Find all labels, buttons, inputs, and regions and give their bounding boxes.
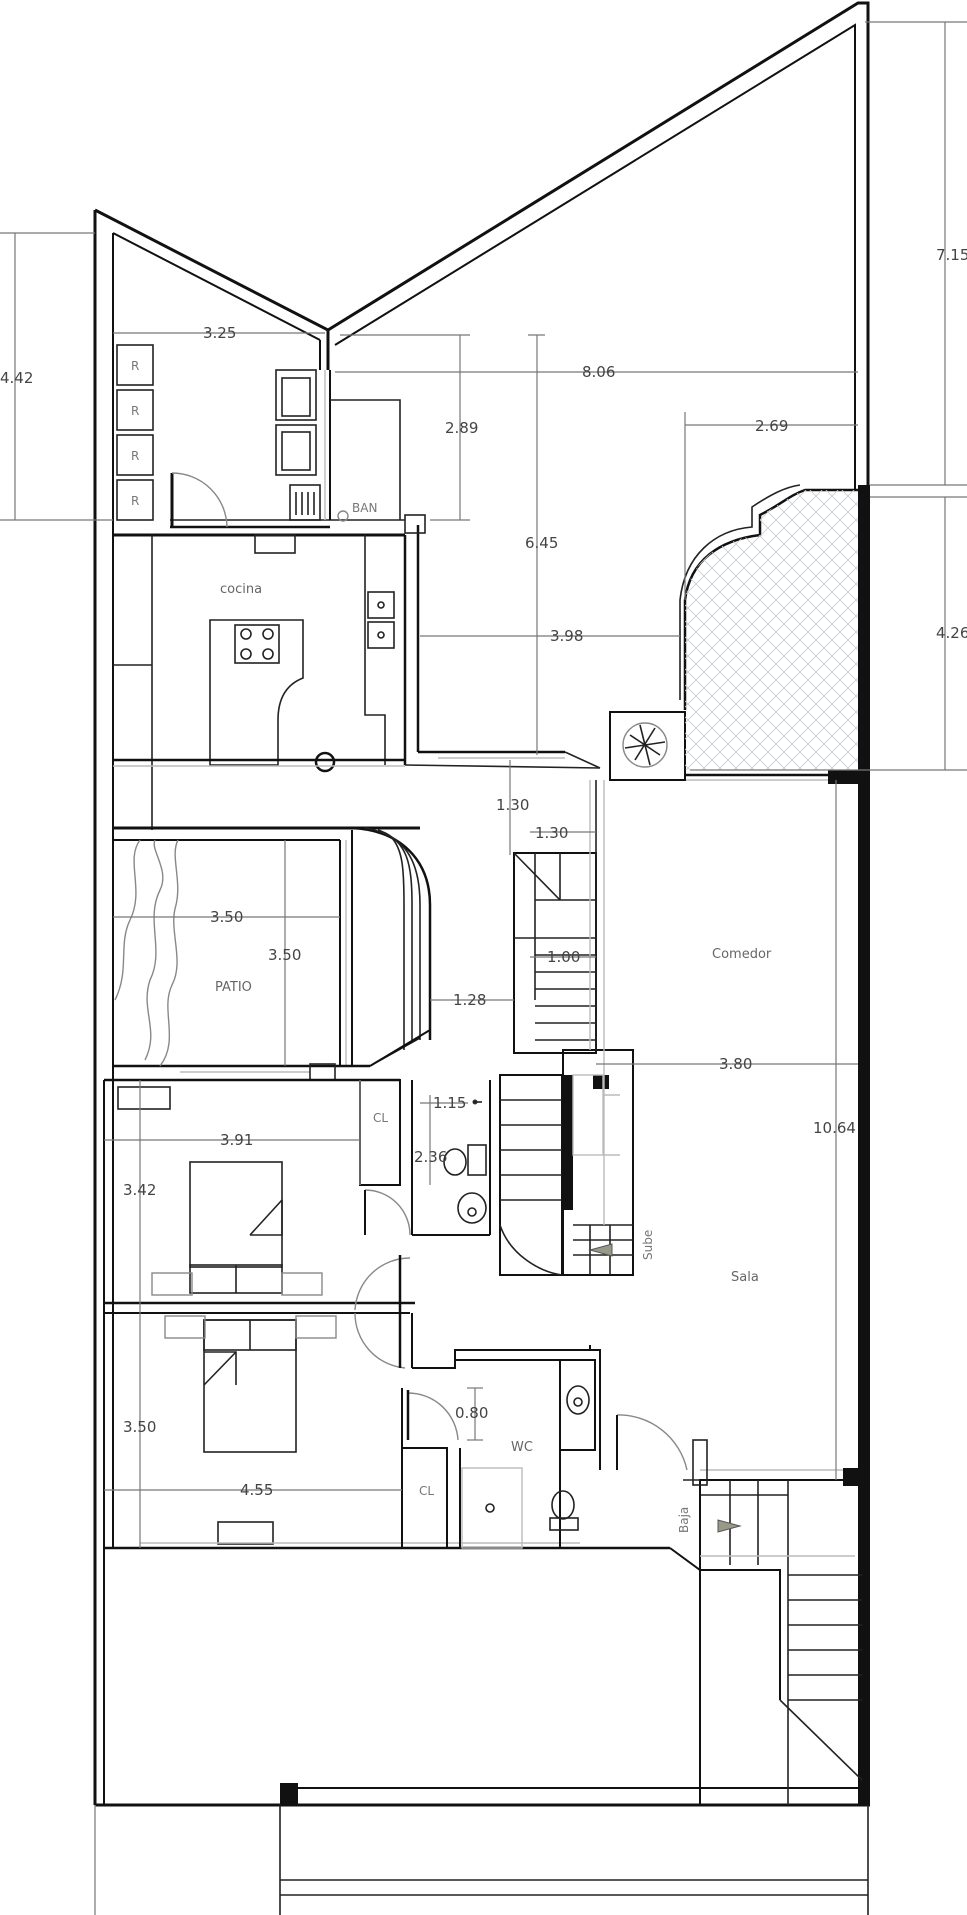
fridge-label: R (131, 404, 139, 418)
room-label-closet-2: CL (419, 1484, 434, 1498)
dimension-label: 6.45 (525, 534, 558, 552)
dimension-label: 7.15 (936, 246, 967, 264)
outer-walls (93, 1, 870, 1915)
bedroom-2 (140, 1255, 590, 1549)
dimension-label: 3.80 (719, 1055, 752, 1073)
stair-down (669, 1468, 866, 1806)
room-label-wc: WC (511, 1440, 533, 1455)
room-label-closet-1: CL (373, 1111, 388, 1125)
stair-label-up: Sube (641, 1230, 655, 1260)
living-area (589, 484, 858, 1486)
dimension-label: 3.98 (550, 627, 583, 645)
dimension-label: 8.06 (582, 363, 615, 381)
stair-label-down: Baja (677, 1507, 691, 1533)
dimension-label: 2.69 (755, 417, 788, 435)
room-label-cocina: cocina (220, 582, 262, 597)
dimension-lines (0, 21, 967, 1548)
dimension-label: 4.55 (240, 1481, 273, 1499)
dimension-label: 3.42 (123, 1181, 156, 1199)
dimension-label: 1.15 (433, 1094, 466, 1112)
dimension-label: 4.26 (936, 624, 967, 642)
stair-up (499, 852, 634, 1276)
dimension-label: 2.89 (445, 419, 478, 437)
dimension-label: 1.00 (547, 948, 580, 966)
dimension-label: 4.42 (0, 369, 33, 387)
dimension-label: 3.25 (203, 324, 236, 342)
room-label-patio: PATIO (215, 980, 252, 995)
dimension-label: 1.28 (453, 991, 486, 1009)
room-label-ban: BAN (352, 501, 377, 515)
dimension-label: 3.50 (123, 1418, 156, 1436)
room-labels: cocina BAN PATIO Comedor Sala WC CL CL S… (131, 359, 772, 1533)
kitchen-area (112, 340, 601, 830)
fridge-label: R (131, 359, 139, 373)
dimension-label: 0.80 (455, 1404, 488, 1422)
dimension-label: 1.30 (496, 796, 529, 814)
dimension-label: 10.64 (813, 1119, 856, 1137)
dimension-labels: 7.15 4.42 3.25 8.06 2.89 2.69 6.45 4.26 … (0, 246, 967, 1499)
dimension-label: 2.36 (414, 1148, 447, 1166)
wc-area (454, 1359, 596, 1549)
room-label-sala: Sala (731, 1270, 759, 1285)
fridge-label: R (131, 449, 139, 463)
dimension-label: 3.50 (210, 908, 243, 926)
patio-area (113, 826, 432, 1081)
dimension-label: 3.50 (268, 946, 301, 964)
fridge-label: R (131, 494, 139, 508)
room-label-comedor: Comedor (712, 947, 772, 962)
dimension-label: 3.91 (220, 1131, 253, 1149)
dimension-label: 1.30 (535, 824, 568, 842)
bedroom-1 (103, 1078, 491, 1548)
